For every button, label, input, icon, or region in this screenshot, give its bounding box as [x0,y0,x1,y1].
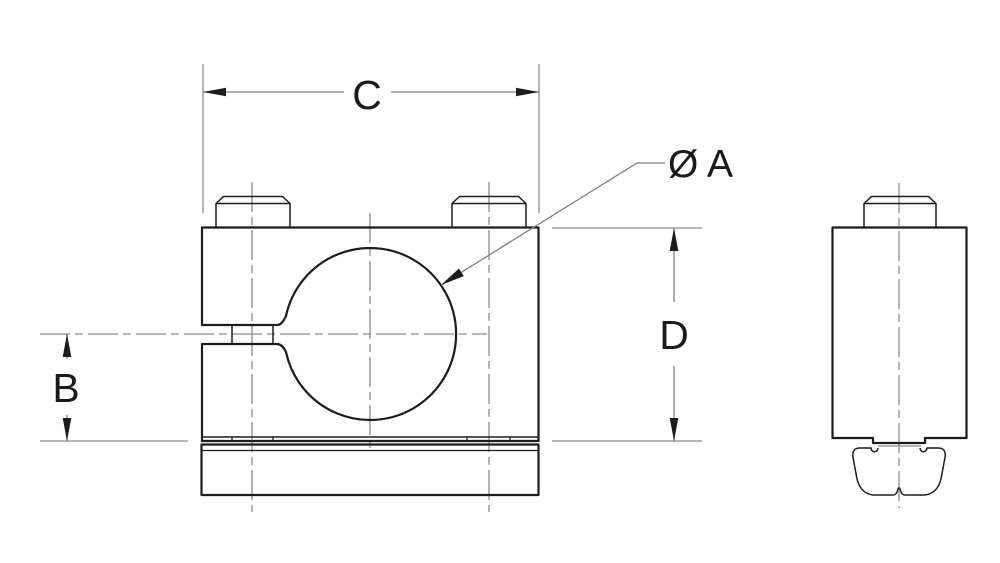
dim-c-label: C [352,72,382,118]
dim-c-arrow-left [203,87,226,97]
dim-b-label: B [52,365,79,411]
dim-c-arrow-right [516,87,539,97]
diameter-leader-line [440,162,665,286]
side-body-outline [831,226,968,445]
slit-spacer-washer [231,324,274,345]
dim-d-arrow-bottom [669,418,679,441]
dimension-b: B [40,334,188,442]
diameter-label: Ø A [668,143,733,186]
side-bolt-head [863,195,937,227]
dim-d-label: D [659,312,689,358]
right-bolt-head [451,195,527,227]
channel-nut [852,447,946,496]
side-view [831,183,968,508]
base-plate [200,443,540,497]
diameter-leader-arrow [441,268,464,285]
left-bolt-head [215,195,291,227]
dimension-d: D [552,227,702,442]
front-view [40,182,540,512]
diameter-callout: Ø A [440,143,733,286]
dim-b-arrow-bottom [62,418,72,441]
dim-b-arrow-top [62,334,72,357]
dim-d-arrow-top [669,228,679,251]
clamp-body-outline [200,226,540,443]
bolt-hole-ticks [231,437,511,441]
dimension-c: C [202,64,540,213]
